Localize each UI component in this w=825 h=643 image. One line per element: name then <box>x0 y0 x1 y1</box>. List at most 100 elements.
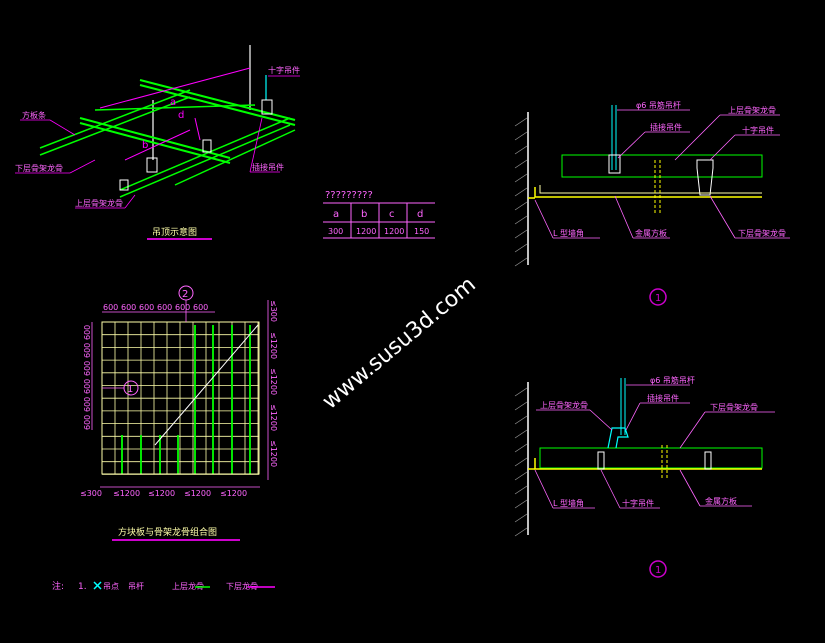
section-detail-1: φ6 吊筋吊杆 上层骨架龙骨 插接吊件 十字吊件 L 型墙角 金属方板 下层骨架… <box>514 100 790 306</box>
wall-hatch <box>514 243 528 253</box>
panel-line <box>534 458 762 470</box>
table-header: c <box>389 209 395 220</box>
upper-keel <box>79 122 231 164</box>
label-rod: φ6 吊筋吊杆 <box>650 375 695 385</box>
plan-caption: 方块板与骨架龙骨组合图 <box>118 526 217 538</box>
dim-line <box>194 117 201 141</box>
plan-marker-left-num: 1 <box>127 384 133 395</box>
right-dim: ≤1200 <box>269 368 278 395</box>
wall-hatch <box>514 471 528 481</box>
dim-letter: d <box>178 110 184 121</box>
top-dim: 600 <box>121 303 136 312</box>
legend: 注: 1. 吊点 吊杆 上层龙骨 下层龙骨 <box>52 580 275 592</box>
leader-line <box>679 411 706 449</box>
isometric-caption: 吊顶示意图 <box>152 226 197 238</box>
wall-hatch <box>514 415 528 425</box>
wall-hatch <box>514 229 528 239</box>
label-wall-trim: L 型墙角 <box>553 498 584 508</box>
wall-hatch <box>514 257 528 267</box>
leader-line <box>69 159 96 174</box>
label-cross-hanger: 十字吊件 <box>622 498 654 508</box>
legend-note: 注: <box>52 580 64 592</box>
label-hanger: 插接吊件 <box>647 393 679 403</box>
leader-line <box>534 469 554 509</box>
wall-hatch <box>514 499 528 509</box>
right-dim: ≤300 <box>269 300 278 322</box>
label-lower-keel: 下层骨架龙骨 <box>738 228 786 238</box>
right-dim: ≤1200 <box>269 404 278 431</box>
wall-hatch <box>514 117 528 127</box>
section-marker <box>649 560 667 578</box>
wall-hatch <box>514 215 528 225</box>
label-lower-keel: 下层骨架龙骨 <box>15 163 63 173</box>
leader-line <box>600 469 621 509</box>
wall-hatch <box>514 387 528 397</box>
label-hanger: 插接吊件 <box>650 122 682 132</box>
label-panel: 金属方板 <box>635 228 667 238</box>
hanger-clip <box>202 139 212 153</box>
leader-line <box>679 469 701 507</box>
table-cell: 1200 <box>356 227 376 236</box>
label-panel: 金属方板 <box>705 496 737 506</box>
label-cross-hanger: 十字吊件 <box>742 125 774 135</box>
panel-line <box>534 187 762 198</box>
lower-keel <box>94 104 256 111</box>
upper-keel <box>139 79 296 121</box>
section-detail-2: φ6 吊筋吊杆 上层骨架龙骨 插接吊件 下层骨架龙骨 L 型墙角 十字吊件 金属… <box>514 375 775 578</box>
panel-line <box>539 185 762 194</box>
bottom-dim: ≤1200 <box>184 489 211 498</box>
top-dim: 600 <box>103 303 118 312</box>
hanger-clip <box>607 427 629 449</box>
wall-hatch <box>514 457 528 467</box>
label-upper-keel: 上层骨架龙骨 <box>75 198 123 208</box>
leader-line <box>625 402 641 431</box>
table-cell: 150 <box>414 227 429 236</box>
leader-line <box>674 114 721 161</box>
top-dim: 600 <box>157 303 172 312</box>
wall-hatch <box>514 145 528 155</box>
plan-outline <box>101 321 260 475</box>
label-plug-hanger: 插接吊件 <box>252 162 284 172</box>
leader-line <box>124 194 136 209</box>
legend-item: 吊杆 <box>128 581 144 591</box>
bottom-dim: ≤1200 <box>148 489 175 498</box>
left-dim: 600 <box>83 415 92 430</box>
leader-line <box>249 117 263 173</box>
right-dim: ≤1200 <box>269 332 278 359</box>
leader-line <box>534 199 554 239</box>
legend-item: 下层龙骨 <box>226 581 258 591</box>
legend-item: 上层龙骨 <box>172 581 204 591</box>
wall-hatch <box>514 401 528 411</box>
hanger-clip <box>146 157 158 173</box>
left-dim: 600 <box>83 361 92 376</box>
label-cross-hanger: 十字吊件 <box>268 65 300 75</box>
table-header: b <box>361 209 367 220</box>
hanger-clip <box>119 179 129 191</box>
leader-line <box>709 195 736 239</box>
left-dim: 600 <box>83 343 92 358</box>
hanger-clip <box>261 99 273 115</box>
label-wall-trim: L 型墙角 <box>553 228 584 238</box>
top-dim: 600 <box>193 303 208 312</box>
hanger-point-icon <box>93 581 102 590</box>
wall-hatch <box>514 159 528 169</box>
cross-hanger <box>704 451 712 470</box>
table-title: ????????? <box>325 190 373 201</box>
wall-hatch <box>514 429 528 439</box>
wall-hatch <box>514 201 528 211</box>
lower-keel <box>119 124 291 198</box>
section-marker <box>649 288 667 306</box>
top-dim: 600 <box>139 303 154 312</box>
leader-line <box>614 195 634 239</box>
plan-marker-top-num: 2 <box>182 289 188 300</box>
cross-hanger <box>696 159 714 196</box>
label-upper-keel: 上层骨架龙骨 <box>540 400 588 410</box>
leader-line <box>617 131 646 159</box>
dimension-table: ????????? a b c d 300 1200 1200 150 <box>323 190 435 239</box>
dim-letter: b <box>142 140 148 151</box>
dim-line <box>124 129 191 161</box>
dim-letter: a <box>170 97 176 108</box>
bottom-dim: ≤300 <box>80 489 102 498</box>
left-dim: 600 <box>83 397 92 412</box>
